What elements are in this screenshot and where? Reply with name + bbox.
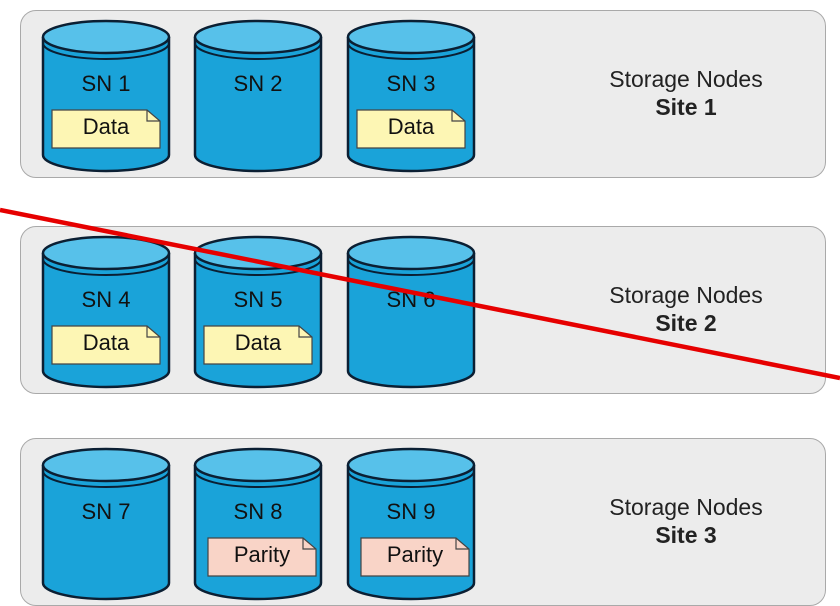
- parity-fragment: Parity: [360, 537, 470, 577]
- data-fragment: Data: [51, 325, 161, 365]
- document-icon: [360, 537, 470, 577]
- document-icon: [51, 109, 161, 149]
- storage-node-label: SN 1: [81, 71, 131, 96]
- storage-node: SN 8 Parity: [193, 447, 327, 601]
- storage-node-label: SN 2: [233, 71, 283, 96]
- document-icon: [356, 109, 466, 149]
- storage-node: SN 5 Data: [193, 235, 327, 389]
- storage-node-label: SN 7: [81, 499, 131, 524]
- fragment-label: Data: [387, 114, 435, 139]
- site-label-title: Storage Nodes: [609, 494, 763, 520]
- document-icon: [207, 537, 317, 577]
- fragment-label: Parity: [386, 542, 444, 567]
- storage-node: SN 7: [41, 447, 175, 601]
- cylinder-shape: [193, 19, 323, 173]
- data-fragment: Data: [203, 325, 313, 365]
- site-label-title: Storage Nodes: [609, 282, 763, 308]
- fragment-label: Parity: [233, 542, 291, 567]
- storage-node: SN 4 Data: [41, 235, 175, 389]
- storage-node: SN 9 Parity: [346, 447, 480, 601]
- storage-node-label: SN 3: [386, 71, 436, 96]
- storage-node: SN 1 Data: [41, 19, 175, 173]
- data-fragment: Data: [51, 109, 161, 149]
- fragment-label: Data: [82, 114, 130, 139]
- storage-node: SN 2: [193, 19, 327, 173]
- fragment-label: Data: [234, 330, 282, 355]
- cylinder-shape: [41, 447, 171, 601]
- site-label-name: Site 3: [655, 522, 717, 548]
- storage-node-label: SN 9: [386, 499, 436, 524]
- data-fragment: Data: [356, 109, 466, 149]
- site-label-title: Storage Nodes: [609, 66, 763, 92]
- storage-node-label: SN 5: [233, 287, 283, 312]
- storage-node-label: SN 8: [233, 499, 283, 524]
- storage-node-label: SN 4: [81, 287, 131, 312]
- storage-node-label: SN 6: [386, 287, 436, 312]
- storage-node: SN 6: [346, 235, 480, 389]
- storage-node: SN 3 Data: [346, 19, 480, 173]
- parity-fragment: Parity: [207, 537, 317, 577]
- site-label-name: Site 2: [655, 310, 717, 336]
- site-label-name: Site 1: [655, 94, 717, 120]
- fragment-label: Data: [82, 330, 130, 355]
